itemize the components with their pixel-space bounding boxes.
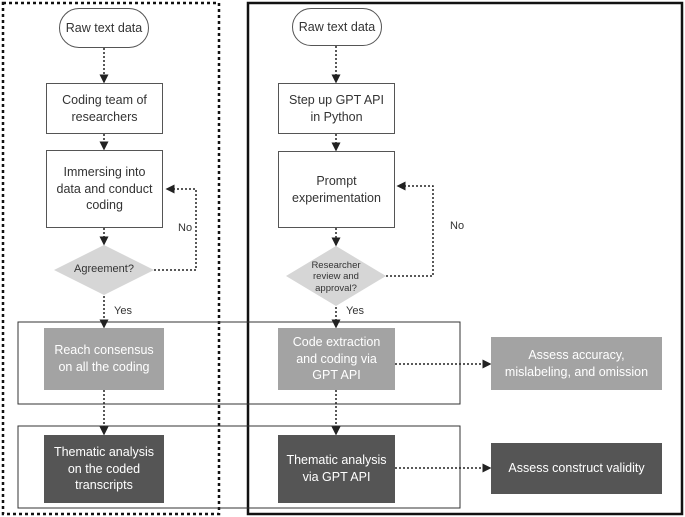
right-start-node: Raw text data (292, 8, 382, 46)
right-prompt-label: Prompt experimentation (292, 173, 381, 205)
left-immersing-box: Immersing into data and conduct coding (46, 150, 163, 228)
left-thematic-box: Thematic analysis on the coded transcrip… (44, 435, 164, 503)
right-gpt-setup-box: Step up GPT API in Python (278, 83, 395, 134)
left-consensus-label: Reach consensus on all the coding (54, 343, 154, 374)
right-start-label: Raw text data (298, 20, 376, 34)
right-no-label: No (450, 220, 465, 232)
right-no-loop (386, 181, 434, 277)
assess-accuracy-label: Assess accuracy, mislabeling, and omissi… (504, 347, 649, 379)
assess-validity-label: Assess construct validity (508, 461, 645, 476)
right-thematic-label: Thematic analysis via GPT API (286, 453, 387, 484)
left-yes-label: Yes (114, 305, 132, 317)
right-yes-label: Yes (346, 305, 364, 317)
right-code-extraction-label: Code extraction and coding via GPT API (292, 334, 381, 383)
right-decision-diamond (286, 246, 386, 306)
left-decision-label: Agreement? (74, 263, 134, 275)
left-panel-frame (1, 1, 221, 516)
right-code-extraction-box: Code extraction and coding via GPT API (278, 328, 395, 390)
left-start-node: Raw text data (59, 8, 149, 48)
left-coding-team-label: Coding team of researchers (62, 92, 147, 124)
left-thematic-label: Thematic analysis on the coded transcrip… (53, 444, 155, 493)
left-decision-diamond (54, 245, 154, 295)
consensus-row-frame (17, 321, 461, 405)
right-gpt-setup-label: Step up GPT API in Python (289, 92, 384, 124)
thematic-row-frame (17, 425, 461, 509)
right-decision-label: Researcher review and approval? (311, 260, 361, 294)
left-coding-team-box: Coding team of researchers (46, 83, 163, 134)
left-no-loop (154, 184, 197, 271)
right-prompt-box: Prompt experimentation (278, 151, 395, 228)
left-immersing-label: Immersing into data and conduct coding (56, 164, 153, 213)
left-start-label: Raw text data (65, 21, 143, 35)
left-no-label: No (178, 222, 193, 234)
assess-accuracy-box: Assess accuracy, mislabeling, and omissi… (491, 337, 662, 390)
right-panel-frame (246, 1, 684, 516)
left-consensus-box: Reach consensus on all the coding (44, 328, 164, 390)
assess-validity-box: Assess construct validity (491, 443, 662, 494)
right-thematic-box: Thematic analysis via GPT API (278, 435, 395, 503)
